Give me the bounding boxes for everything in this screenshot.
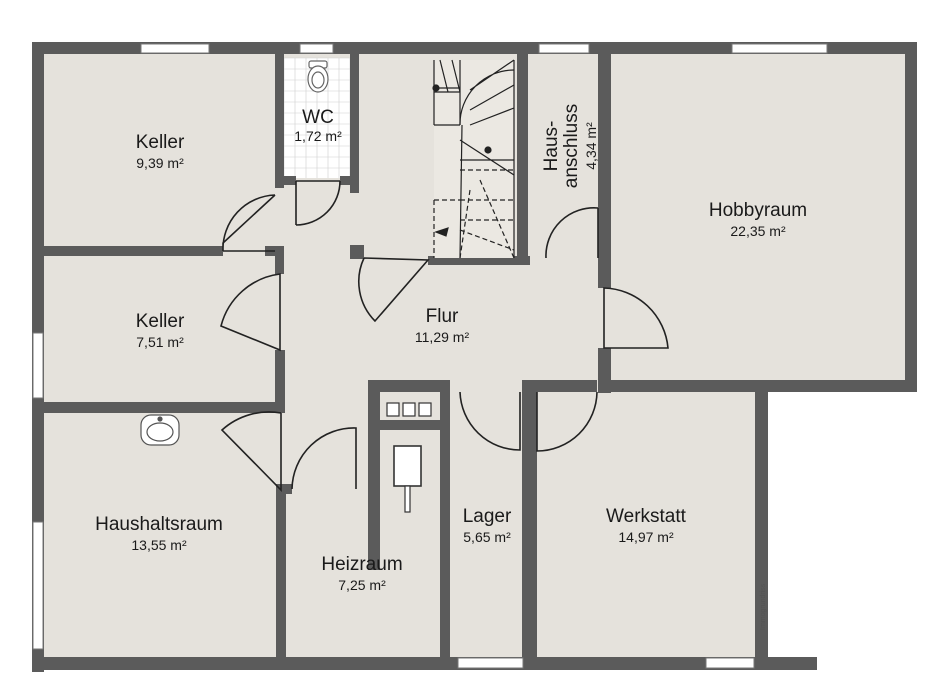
wall-wc-bottom-right bbox=[340, 176, 359, 185]
door-haushalt bbox=[220, 411, 282, 492]
door-werkstatt bbox=[536, 391, 598, 452]
door-lager bbox=[459, 391, 521, 451]
wall-heizraum-niche-bottom bbox=[368, 420, 443, 430]
door-heizraum bbox=[291, 427, 357, 490]
door-hobby bbox=[603, 287, 669, 349]
staircase-icon bbox=[432, 59, 515, 259]
wall-wc-bottom bbox=[284, 176, 296, 185]
toilet-icon bbox=[307, 60, 329, 93]
wall-outer-bottom bbox=[32, 657, 817, 670]
wall-outer-right-upper bbox=[905, 42, 917, 392]
room-name-keller-mid: Keller bbox=[136, 311, 185, 332]
window-hausanschluss bbox=[538, 43, 590, 54]
door-hausanschluss bbox=[545, 207, 599, 259]
door-keller-mid bbox=[220, 273, 281, 352]
room-area-keller-top: 9,39 m² bbox=[136, 155, 184, 171]
room-labels: Keller 9,39 m² WC 1,72 m² Haus- anschlus… bbox=[95, 104, 807, 593]
window-keller-mid bbox=[32, 332, 44, 399]
wall-outer-right-lower bbox=[755, 380, 768, 670]
doors bbox=[220, 180, 669, 492]
room-area-lager: 5,65 m² bbox=[463, 529, 511, 545]
wall-werkstatt-top bbox=[537, 380, 597, 392]
wc-tiles bbox=[283, 57, 351, 178]
wall-hausanschluss-left bbox=[517, 48, 528, 263]
room-area-hausanschluss: 4,34 m² bbox=[583, 122, 599, 170]
wall-outer-top bbox=[32, 42, 917, 54]
wall-keller-mid-right-upper bbox=[275, 246, 284, 274]
door-flur-stair bbox=[357, 257, 430, 323]
wall-keller-mid-bottom bbox=[38, 402, 283, 413]
room-area-keller-mid: 7,51 m² bbox=[136, 334, 184, 350]
sink-icon bbox=[140, 414, 180, 446]
window-lager bbox=[457, 657, 524, 669]
room-name-hausanschluss-1: Haus- bbox=[541, 121, 562, 172]
wall-haushalt-right bbox=[276, 490, 286, 665]
wall-wc-right bbox=[350, 48, 359, 193]
room-name-haushaltsraum: Haushaltsraum bbox=[95, 514, 223, 535]
room-name-heizraum: Heizraum bbox=[321, 554, 402, 575]
window-werkstatt bbox=[705, 657, 755, 669]
room-name-flur: Flur bbox=[426, 306, 459, 327]
wall-heizraum-right bbox=[368, 380, 380, 570]
window-wc bbox=[299, 43, 334, 54]
room-name-lager: Lager bbox=[463, 506, 512, 527]
room-name-keller-top: Keller bbox=[136, 132, 185, 153]
window-keller-top bbox=[140, 43, 210, 54]
windows bbox=[32, 43, 828, 669]
room-name-hausanschluss-2: anschluss bbox=[561, 104, 582, 189]
room-area-flur: 11,29 m² bbox=[415, 329, 470, 345]
room-name-werkstatt: Werkstatt bbox=[606, 506, 687, 527]
room-area-heizraum: 7,25 m² bbox=[338, 577, 386, 593]
wall-heizraum-top-block bbox=[368, 380, 443, 392]
wall-outer-right-step bbox=[755, 380, 917, 392]
wall-keller-mid-right bbox=[275, 350, 285, 413]
wall-lager-right bbox=[522, 380, 537, 665]
wall-stair-left-stub bbox=[350, 245, 364, 259]
room-name-hobbyraum: Hobbyraum bbox=[709, 200, 807, 221]
room-area-haushaltsraum: 13,55 m² bbox=[131, 537, 187, 553]
room-area-werkstatt: 14,97 m² bbox=[618, 529, 674, 545]
wall-keller-top-right bbox=[275, 48, 284, 188]
wall-heizraum-right-2 bbox=[440, 380, 450, 665]
wall-heizraum-top-left bbox=[276, 484, 292, 494]
wall-hobby-left-upper bbox=[598, 48, 611, 288]
room-name-wc: WC bbox=[302, 107, 334, 128]
boiler-icon bbox=[386, 402, 432, 513]
wall-keller-top-bottom-left bbox=[38, 246, 223, 256]
door-keller-top bbox=[222, 194, 276, 252]
window-haushalt bbox=[32, 521, 44, 650]
watermark: Immogrundriss bbox=[760, 583, 767, 630]
room-area-hobbyraum: 22,35 m² bbox=[730, 223, 786, 239]
wall-stair-bottom bbox=[428, 256, 530, 265]
wall-werkstatt-top-right bbox=[598, 380, 758, 392]
window-hobby bbox=[731, 43, 828, 54]
door-wc bbox=[295, 180, 341, 226]
room-area-wc: 1,72 m² bbox=[294, 128, 342, 144]
